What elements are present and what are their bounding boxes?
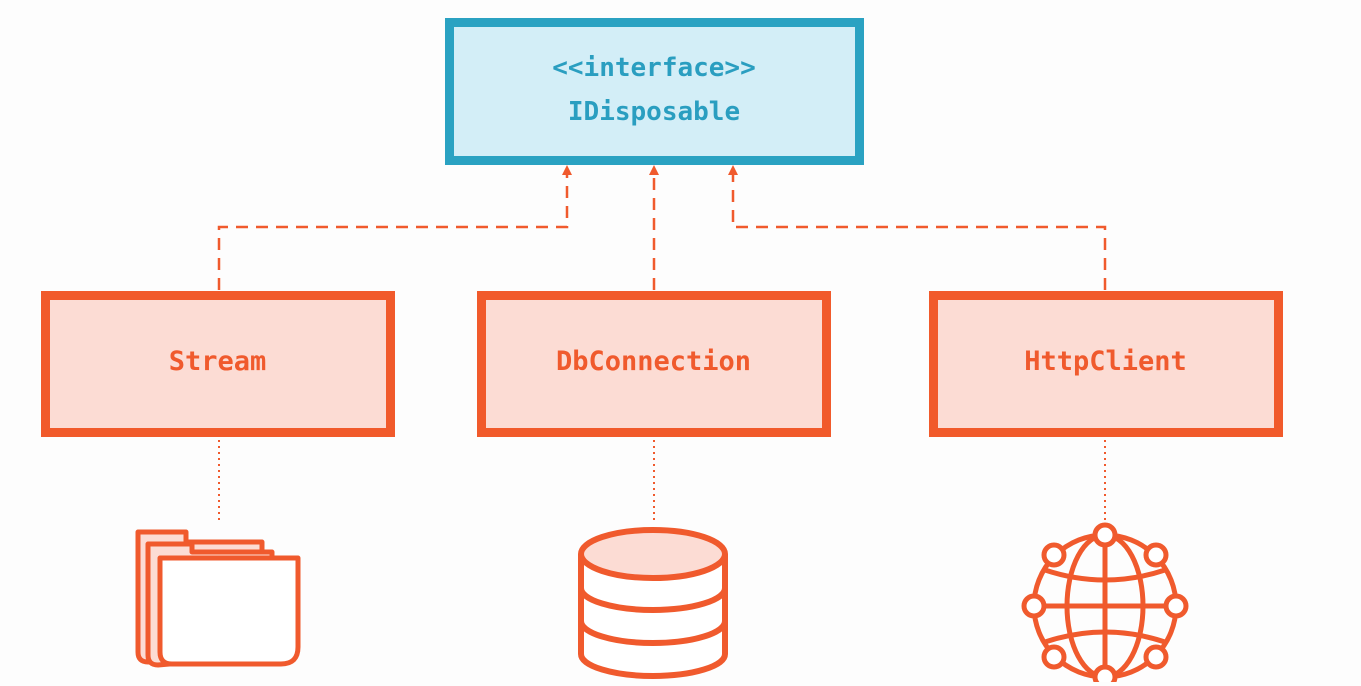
dotted-connectors xyxy=(218,440,1106,522)
globe-network-icon xyxy=(1021,522,1189,686)
stream-label: Stream xyxy=(168,346,267,377)
stream-connector xyxy=(217,172,569,290)
interface-name: IDisposable xyxy=(567,97,741,127)
httpclient-label: HttpClient xyxy=(1024,346,1187,377)
httpclient-box[interactable] xyxy=(929,291,1283,437)
database-icon xyxy=(578,527,728,679)
realization-connectors xyxy=(217,172,1107,290)
interface-box[interactable] xyxy=(445,18,864,165)
dbconnection-box[interactable] xyxy=(477,291,831,437)
httpclient-connector xyxy=(731,172,1107,290)
stream-arrowhead xyxy=(562,165,572,175)
httpclient-arrowhead xyxy=(728,165,738,175)
folders-icon xyxy=(135,529,301,668)
dbconnection-arrowhead xyxy=(649,165,659,175)
arrowheads xyxy=(562,165,738,175)
interface-stereotype: <<interface>> xyxy=(552,53,756,83)
dbconnection-label: DbConnection xyxy=(555,346,752,377)
interface-label-group: <<interface>> IDisposable xyxy=(449,48,859,132)
stream-box[interactable] xyxy=(41,291,395,437)
